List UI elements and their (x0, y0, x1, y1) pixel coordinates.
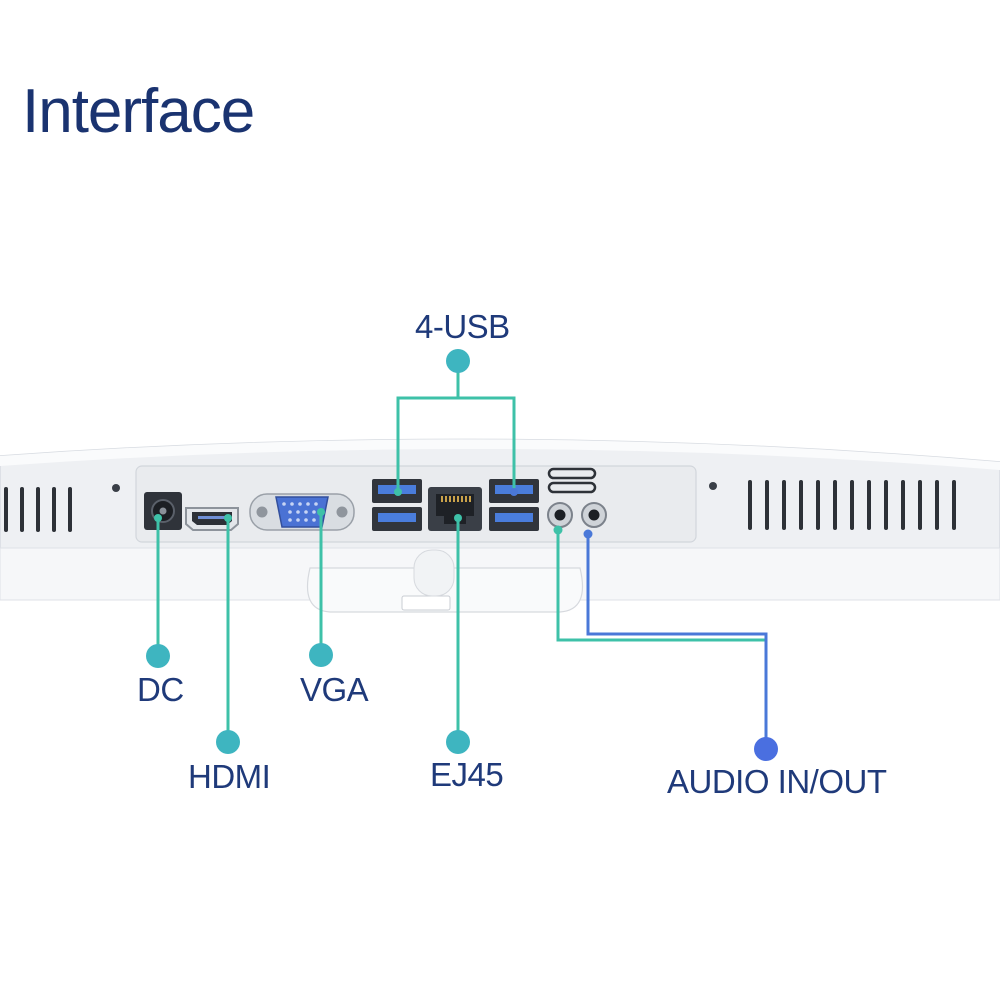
screw-right (709, 482, 717, 490)
vga-pin (296, 510, 300, 514)
vga-pin (296, 518, 300, 522)
hdmi-port-icon (185, 507, 239, 531)
dc-label: DC (137, 671, 184, 708)
vent-slot-icon (547, 467, 597, 494)
audio-leader-in (556, 530, 766, 642)
vga-pin (312, 518, 316, 522)
vga-pin (304, 518, 308, 522)
vent-slot (68, 487, 72, 532)
hdmi-label-dot (216, 730, 240, 754)
audio-label-dot (754, 737, 778, 761)
audio-leader-out (586, 534, 768, 748)
vga-pin (306, 502, 310, 506)
vent-slot (4, 487, 8, 532)
vent-slot (748, 480, 752, 530)
rj45-pin (461, 496, 463, 502)
vent-slot (816, 480, 820, 530)
label-dots (146, 349, 778, 761)
vga-pin (288, 510, 292, 514)
screw-left (112, 484, 120, 492)
stand-hook (413, 549, 455, 597)
usb-label: 4-USB (415, 308, 510, 345)
vent-slot (952, 480, 956, 530)
rj45-pin (457, 496, 459, 502)
audio-label: AUDIO IN/OUT (667, 763, 887, 800)
vent-slot (52, 487, 56, 532)
vent-slot (20, 487, 24, 532)
vent-slot (36, 487, 40, 532)
vga-pin (288, 518, 292, 522)
dc-label-dot (146, 644, 170, 668)
rj45-pin (469, 496, 471, 502)
vent-slot (799, 480, 803, 530)
vga-label: VGA (300, 671, 369, 708)
vent-slot (833, 480, 837, 530)
ethernet-port-icon (428, 487, 482, 531)
vga-pin (282, 502, 286, 506)
hdmi-label: HDMI (188, 758, 271, 795)
usb-port-lower-left (372, 507, 422, 531)
vga-pin (312, 510, 316, 514)
leader-lines (156, 360, 768, 748)
rj45-label: EJ45 (430, 756, 504, 793)
audio-jack-icon (547, 502, 607, 528)
vent-slot (782, 480, 786, 530)
right-vent-grille (748, 480, 956, 530)
vent-slot (765, 480, 769, 530)
rj45-pin (465, 496, 467, 502)
vga-label-dot (309, 643, 333, 667)
vga-pin (314, 502, 318, 506)
rj45-pin (453, 496, 455, 502)
left-vent-grille (4, 487, 72, 532)
usb-leader (396, 396, 516, 492)
rj45-pin (441, 496, 443, 502)
vga-port-icon (249, 493, 355, 531)
rj45-label-dot (446, 730, 470, 754)
vent-slot (867, 480, 871, 530)
vent-slot (935, 480, 939, 530)
usb-label-dot (446, 349, 470, 373)
casing-top-rim (0, 439, 1000, 470)
rj45-pin (445, 496, 447, 502)
vga-pin (290, 502, 294, 506)
dc-jack-icon (144, 492, 182, 530)
stand-latch (401, 595, 451, 611)
vent-slot (918, 480, 922, 530)
page-title: Interface (22, 77, 255, 146)
vent-slot (850, 480, 854, 530)
port-dots (154, 488, 593, 539)
vga-pin (298, 502, 302, 506)
vent-slot (901, 480, 905, 530)
vent-slot (884, 480, 888, 530)
vga-pin (304, 510, 308, 514)
rj45-pin (449, 496, 451, 502)
usb-port-lower-right (489, 507, 539, 531)
